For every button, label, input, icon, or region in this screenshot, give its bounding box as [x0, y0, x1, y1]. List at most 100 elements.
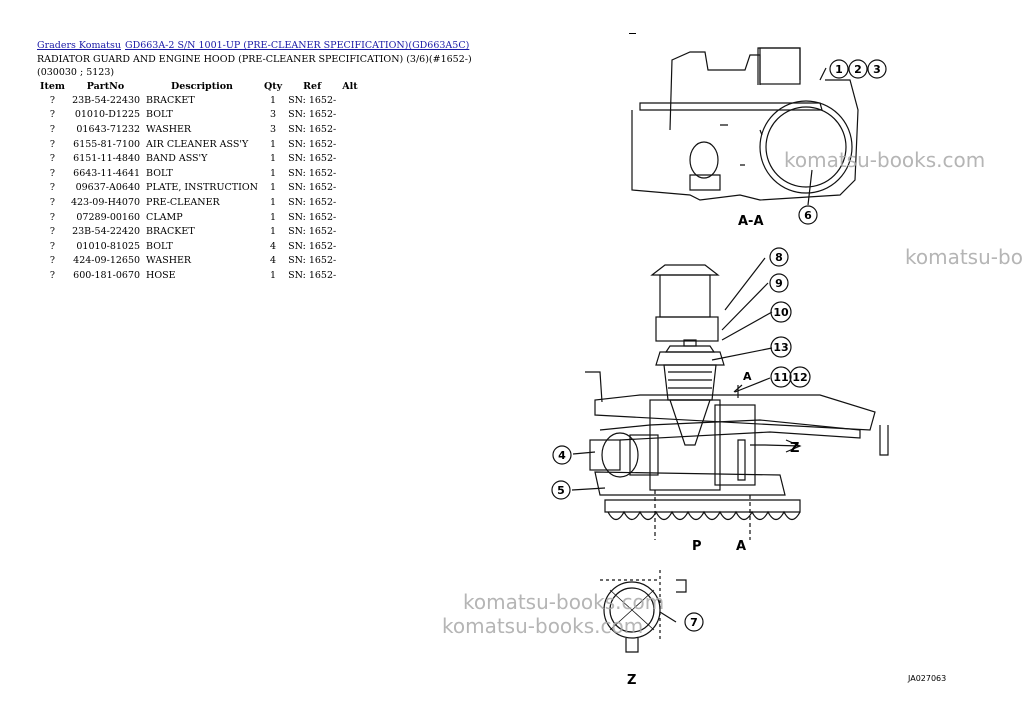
cell-description: PLATE, INSTRUCTION [146, 182, 258, 194]
cell-alt [339, 137, 360, 152]
cell-alt [339, 93, 360, 108]
watermark-1: komatsu-books.com [784, 148, 986, 172]
cell-ref: SN: 1652- [288, 196, 337, 208]
cell-ref: SN: 1652- [288, 94, 337, 106]
parts-diagram: 1 2 3 6 8 9 10 13 11 12 4 5 7 A-A Z A P … [551, 47, 889, 688]
header-partno: PartNo [86, 80, 125, 92]
cell-description: BOLT [146, 240, 173, 252]
callout-10: 10 [773, 306, 789, 319]
callout-13: 13 [773, 341, 788, 354]
cell-qty: 1 [270, 153, 277, 165]
cell-alt [339, 122, 360, 137]
cell-partno: 01010-D1225 [74, 109, 141, 121]
cell-ref: SN: 1652- [288, 182, 337, 194]
cell-partno: 424-09-12650 [73, 255, 141, 267]
cell-qty: 1 [270, 167, 277, 179]
cell-alt [339, 224, 360, 239]
cell-item: ? [49, 226, 56, 238]
cell-ref: SN: 1652- [288, 255, 337, 267]
table-row: ? 6643-11-4641 BOLT 1 SN: 1652- [37, 166, 361, 181]
header-ref: Ref [303, 80, 322, 92]
callout-5: 5 [557, 484, 565, 497]
cell-description: PRE-CLEANER [146, 196, 220, 208]
cell-description: AIR CLEANER ASS'Y [146, 138, 249, 150]
cell-alt [339, 151, 360, 166]
cell-alt [339, 268, 360, 283]
cell-ref: SN: 1652- [288, 269, 337, 281]
cell-partno: 600-181-0670 [73, 269, 141, 281]
cell-description: BOLT [146, 109, 173, 121]
cell-description: BOLT [146, 167, 173, 179]
cell-partno: 09637-A0640 [75, 182, 141, 194]
cell-qty: 3 [270, 123, 277, 135]
cell-alt [339, 210, 360, 225]
cell-item: ? [49, 138, 56, 150]
cell-qty: 1 [270, 182, 277, 194]
header-description: Description [171, 80, 233, 92]
label-z-arrow: Z [790, 441, 799, 456]
header-qty: Qty [263, 80, 283, 92]
cell-item: ? [49, 240, 56, 252]
z-view [600, 570, 687, 653]
section-aa-view [631, 47, 859, 206]
cell-alt [339, 239, 360, 254]
cell-ref: SN: 1652- [288, 167, 337, 179]
cell-item: ? [49, 94, 56, 106]
callout-9: 9 [775, 277, 783, 290]
cell-qty: 3 [270, 109, 277, 121]
cell-qty: 1 [270, 211, 277, 223]
table-header-row: Item PartNo Description Qty Ref Alt [37, 79, 361, 93]
cell-partno: 6643-11-4641 [73, 167, 141, 179]
callout-4: 4 [558, 449, 566, 462]
callout-6: 6 [804, 209, 812, 222]
header-alt: Alt [342, 80, 358, 92]
cell-qty: 4 [270, 240, 277, 252]
cell-ref: SN: 1652- [288, 240, 337, 252]
table-row: ? 01010-81025 BOLT 4 SN: 1652- [37, 239, 361, 254]
breadcrumb-link-graders[interactable]: Graders Komatsu [37, 40, 121, 51]
callout-8: 8 [775, 251, 783, 264]
breadcrumb-link-model[interactable]: GD663A-2 S/N 1001-UP (PRE-CLEANER SPECIF… [124, 40, 470, 51]
cell-item: ? [49, 167, 56, 179]
cell-item: ? [49, 153, 56, 165]
callouts: 1 2 3 6 8 9 10 13 11 12 4 5 7 [551, 59, 887, 632]
callout-3: 3 [873, 63, 881, 76]
cell-ref: SN: 1652- [288, 153, 337, 165]
cell-partno: 07289-00160 [76, 211, 141, 223]
header-item: Item [40, 80, 65, 92]
cell-partno: 423-09-H4070 [70, 196, 141, 208]
label-z-view: Z [627, 673, 636, 688]
dash-mark [629, 33, 636, 34]
table-row: ? 01010-D1225 BOLT 3 SN: 1652- [37, 108, 361, 123]
cell-alt [339, 254, 360, 269]
cell-item: ? [49, 109, 56, 121]
cell-partno: 01010-81025 [76, 240, 141, 252]
cell-ref: SN: 1652- [288, 226, 337, 238]
cell-qty: 4 [270, 255, 277, 267]
cell-partno: 6155-81-7100 [73, 138, 141, 150]
cell-ref: SN: 1652- [288, 211, 337, 223]
cell-description: WASHER [146, 123, 192, 135]
cell-item: ? [49, 269, 56, 281]
watermark-3: komatsu-books.com [463, 590, 665, 614]
watermark-2: komatsu-books.com [905, 245, 1024, 269]
cell-ref: SN: 1652- [288, 138, 337, 150]
callout-2: 2 [854, 63, 862, 76]
cell-qty: 1 [270, 226, 277, 238]
label-a-top: A [743, 370, 752, 383]
label-a-bottom: A [736, 539, 746, 554]
cell-qty: 1 [270, 269, 277, 281]
cell-item: ? [49, 211, 56, 223]
cell-description: WASHER [146, 255, 192, 267]
cell-partno: 23B-54-22420 [72, 226, 141, 238]
cell-ref: SN: 1652- [288, 109, 337, 121]
